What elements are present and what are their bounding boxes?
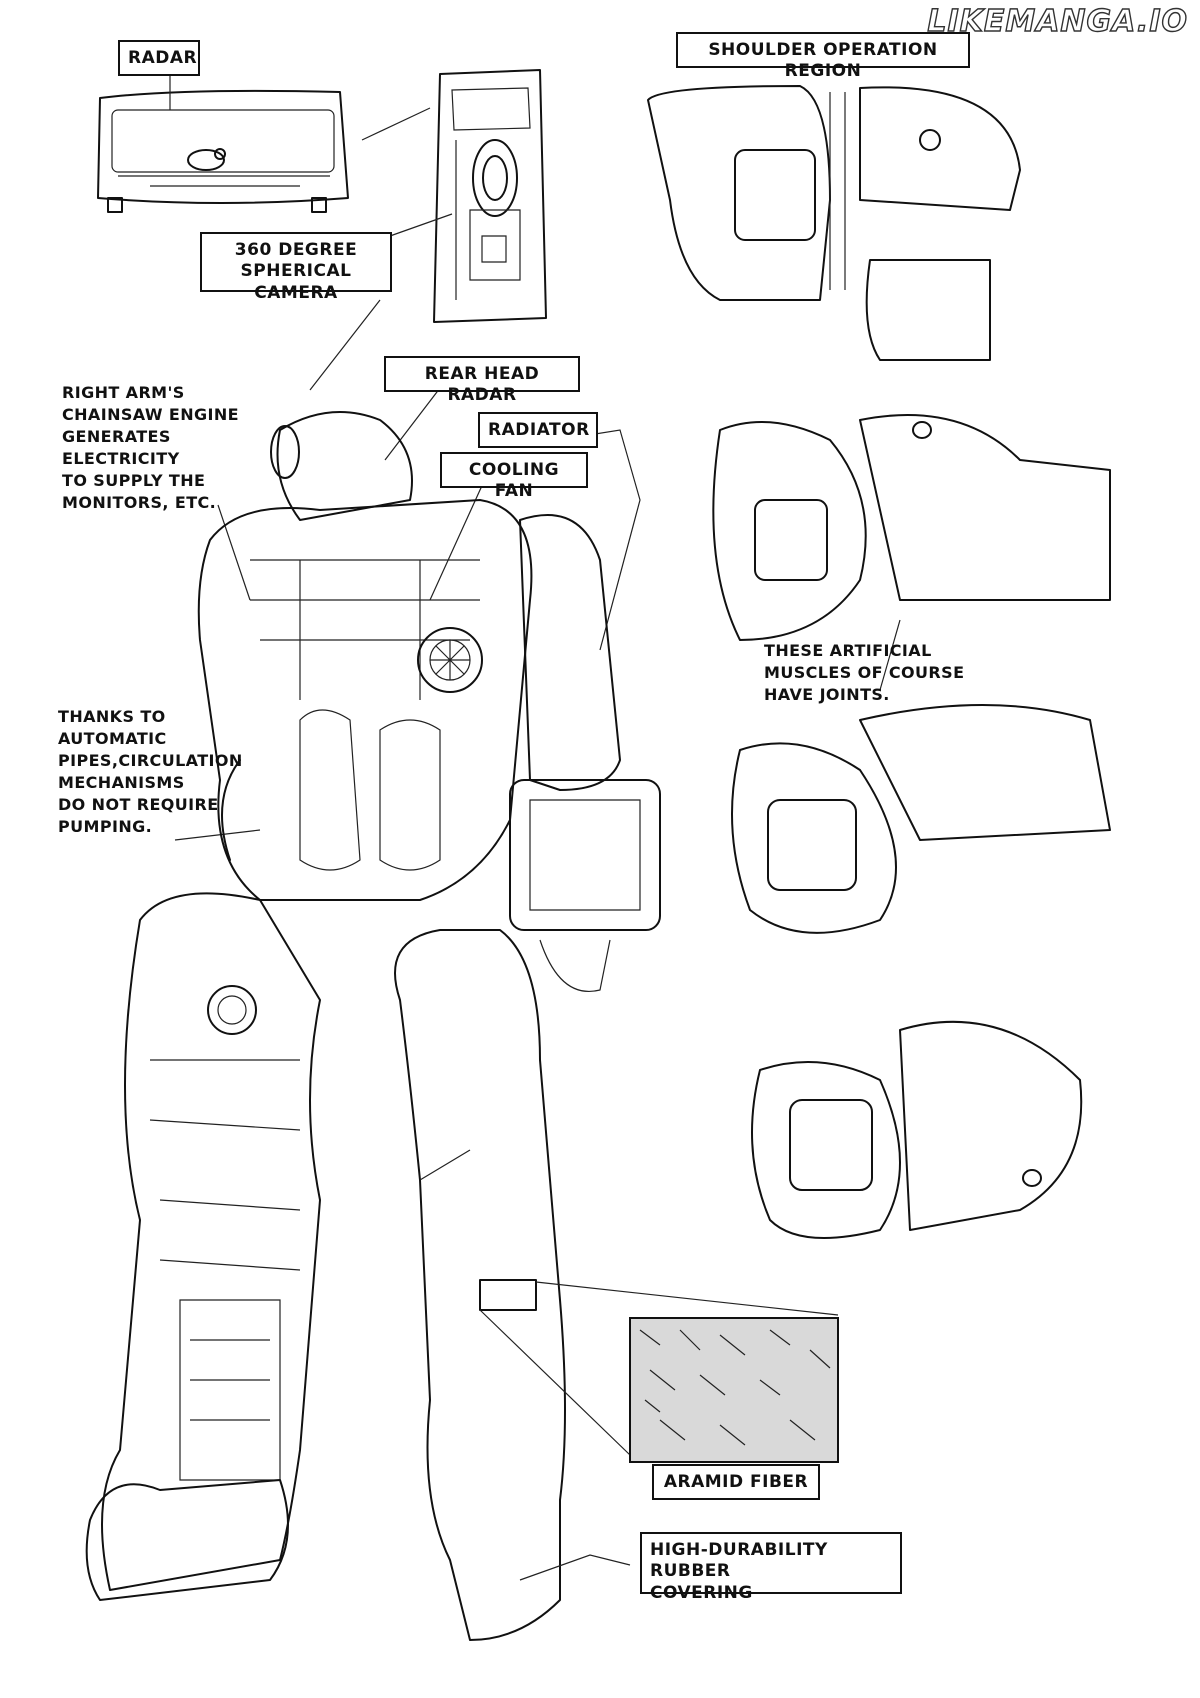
mech-body-drawing — [85, 411, 661, 1641]
label-cooling-fan: COOLING FAN — [440, 452, 588, 501]
shoulder-sketch-4 — [751, 1020, 1083, 1239]
label-radar: RADAR — [118, 40, 200, 76]
note-artificial-muscles: THESE ARTIFICIAL MUSCLES OF COURSE HAVE … — [764, 641, 965, 705]
shoulder-sketch-1 — [647, 85, 1021, 361]
spherical-camera-drawing — [361, 69, 547, 323]
watermark: LIKEMANGA.IO — [927, 3, 1188, 39]
label-rubber-covering: HIGH-DURABILITY RUBBER COVERING — [640, 1532, 902, 1603]
label-radiator: RADIATOR — [478, 412, 598, 448]
aramid-fiber-swatch — [479, 1281, 839, 1463]
label-spherical-camera: 360 DEGREE SPHERICAL CAMERA — [200, 232, 392, 303]
label-shoulder-operation-region: SHOULDER OPERATION REGION — [676, 32, 970, 81]
shoulder-sketch-3 — [731, 704, 1111, 934]
label-aramid-fiber: ARAMID FIBER — [652, 1464, 820, 1500]
note-automatic-pipes: THANKS TO AUTOMATIC PIPES,CIRCULATION ME… — [58, 707, 243, 837]
radar-unit-drawing — [97, 89, 349, 213]
shoulder-sketch-2 — [712, 414, 1111, 641]
note-chainsaw-engine: RIGHT ARM'S CHAINSAW ENGINE GENERATES EL… — [62, 383, 239, 513]
label-rear-head-radar: REAR HEAD RADAR — [384, 356, 580, 405]
